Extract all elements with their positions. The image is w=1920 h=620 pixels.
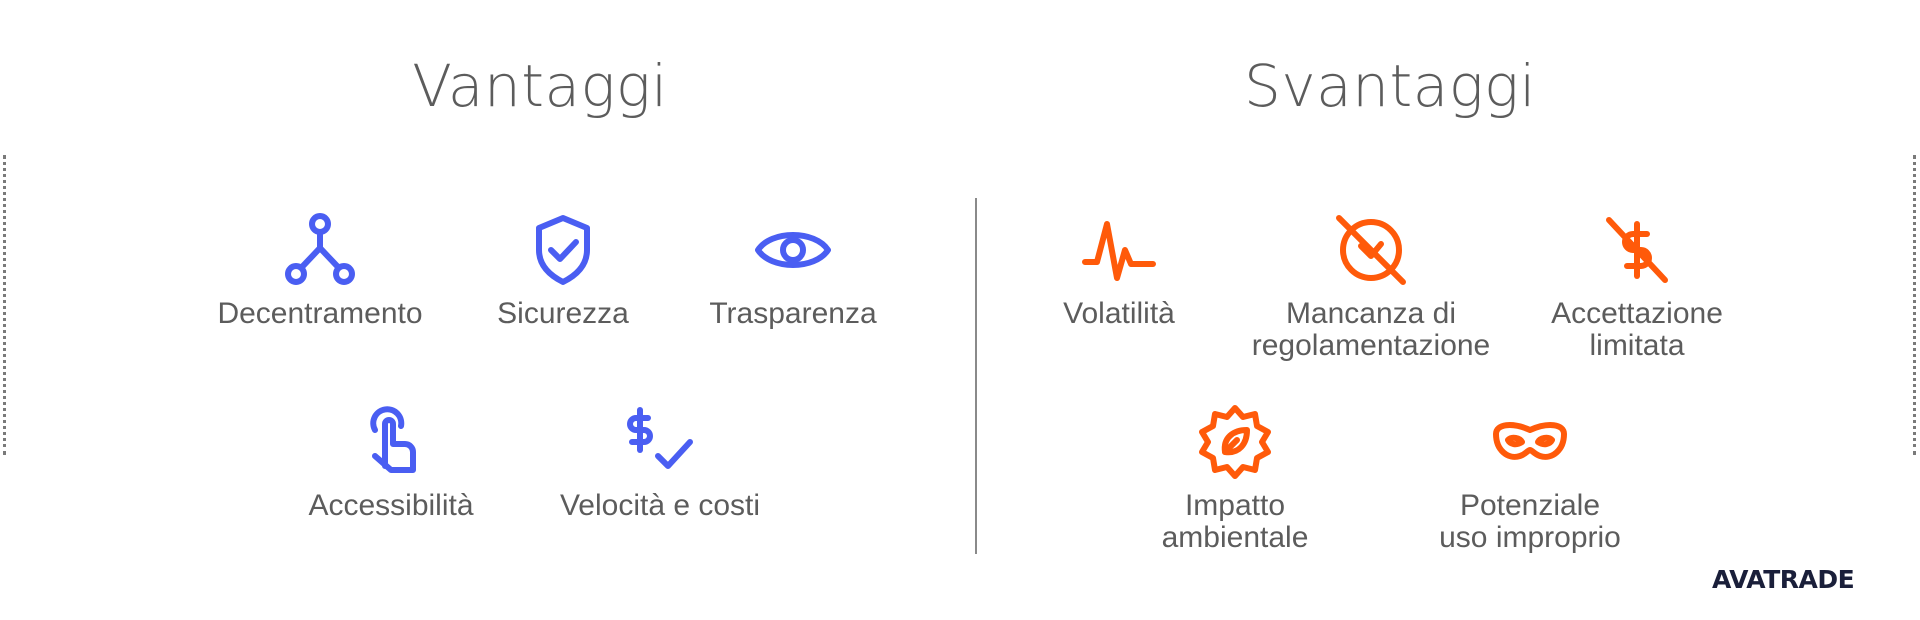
advantage-label: Sicurezza xyxy=(497,297,629,330)
disadvantage-volatilita: Volatilità xyxy=(969,212,1269,330)
advantage-velocita-costi: Velocità e costi xyxy=(510,404,810,522)
disadvantage-label: Potenziale uso improprio xyxy=(1439,489,1621,554)
advantage-label: Trasparenza xyxy=(709,297,877,330)
right-dotted-border xyxy=(1913,155,1916,455)
advantage-decentramento: Decentramento xyxy=(170,212,470,330)
pulse-icon xyxy=(1082,221,1156,281)
logo-text: AVATRADE xyxy=(1712,566,1854,592)
dollar-check-icon xyxy=(627,407,693,469)
disadvantage-accettazione: Accettazione limitata xyxy=(1487,212,1787,362)
tap-finger-icon xyxy=(370,406,416,473)
advantage-trasparenza: Trasparenza xyxy=(643,212,943,330)
disadvantage-label: Accettazione limitata xyxy=(1551,297,1723,362)
advantage-sicurezza: Sicurezza xyxy=(413,212,713,330)
advantage-label: Velocità e costi xyxy=(559,489,761,522)
no-regulation-icon xyxy=(1336,215,1406,285)
disadvantages-title: Svantaggi xyxy=(1244,52,1536,120)
disadvantage-uso-improprio: Potenziale uso improprio xyxy=(1380,404,1680,554)
advantage-label: Decentramento xyxy=(217,297,423,330)
network-nodes-icon xyxy=(285,213,355,285)
avatrade-logo: AVATRADE xyxy=(1712,566,1855,592)
disadvantage-impatto-ambientale: Impatto ambientale xyxy=(1085,404,1385,554)
left-dotted-border xyxy=(3,155,6,455)
shield-check-icon xyxy=(536,215,590,285)
advantage-label: Accessibilità xyxy=(308,489,474,522)
disadvantage-label: Impatto ambientale xyxy=(1161,489,1309,554)
no-dollar-icon xyxy=(1606,217,1668,283)
leaf-badge-icon xyxy=(1199,405,1271,479)
advantages-title: Vantaggi xyxy=(412,52,668,120)
eye-icon xyxy=(755,232,831,268)
disadvantage-label: Volatilità xyxy=(1063,297,1175,330)
advantage-accessibilita: Accessibilità xyxy=(241,404,541,522)
disadvantage-regolamentazione: Mancanza di regolamentazione xyxy=(1221,212,1521,362)
disadvantage-label: Mancanza di regolamentazione xyxy=(1251,297,1491,362)
center-divider xyxy=(975,198,977,554)
mask-icon xyxy=(1493,422,1567,460)
